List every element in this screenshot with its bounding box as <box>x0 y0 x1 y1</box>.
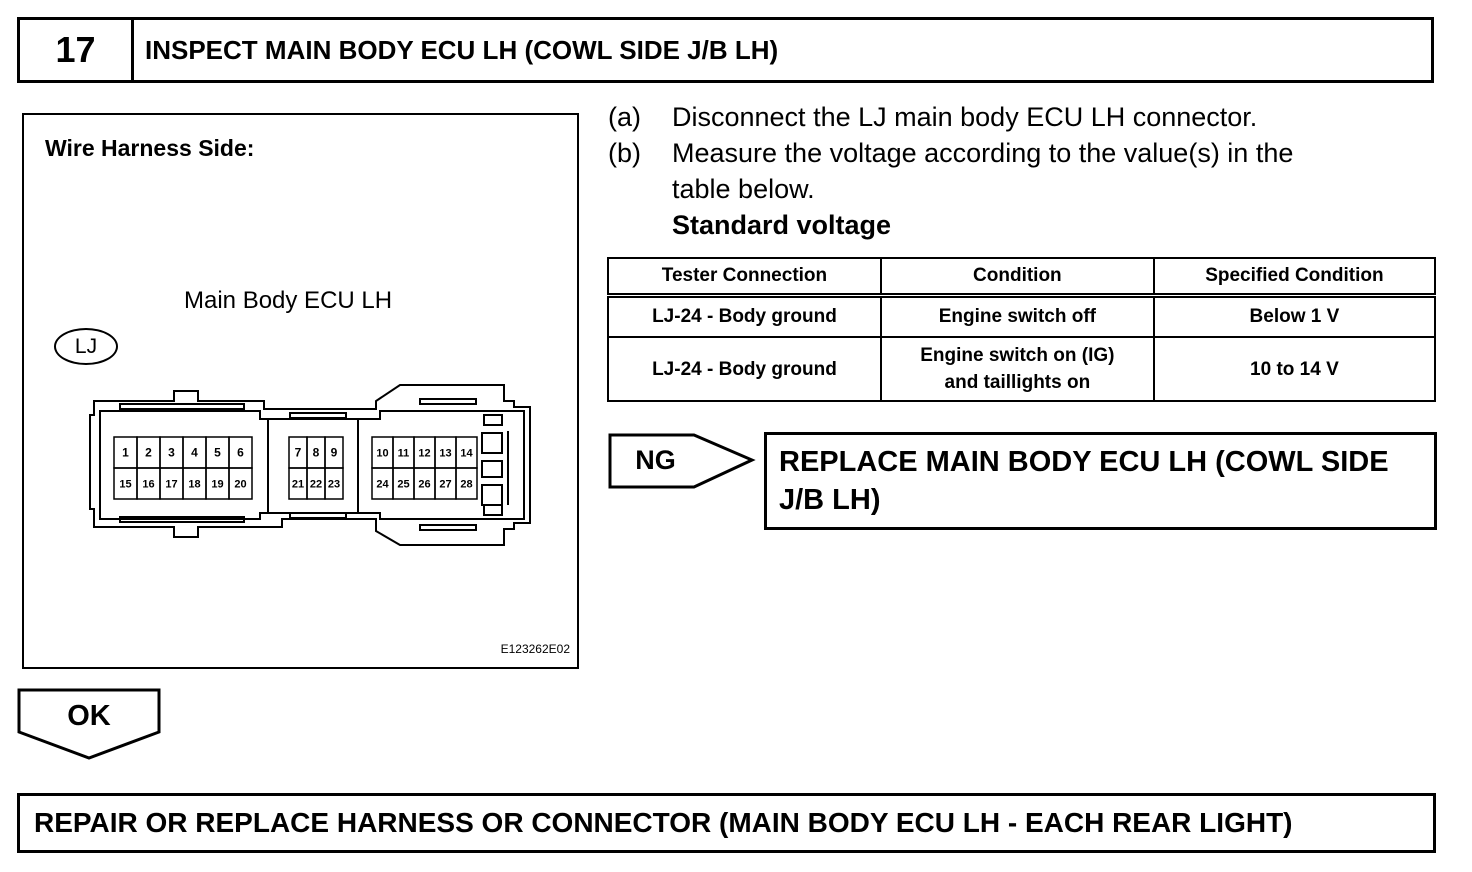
pin-number: 16 <box>142 479 154 491</box>
pin-number: 27 <box>439 479 451 491</box>
pin-number: 6 <box>237 446 244 460</box>
pin-number: 8 <box>313 446 320 460</box>
step-number: 17 <box>20 20 134 80</box>
ok-arrow: OK <box>17 688 163 767</box>
instruction-b-text-line1: Measure the voltage according to the val… <box>672 138 1294 168</box>
pin-number: 19 <box>211 479 223 491</box>
header-tester-connection: Tester Connection <box>607 257 882 298</box>
cell-condition-line1: Engine switch on (IG) <box>920 345 1115 366</box>
instruction-b-text-line2: table below. <box>672 174 815 204</box>
pin-number: 28 <box>460 479 472 491</box>
cell-condition: Engine switch off <box>879 294 1155 338</box>
cell-condition-line2: and taillights on <box>944 372 1091 393</box>
cell-tester-connection: LJ-24 - Body ground <box>607 336 882 402</box>
right-arrow-icon <box>608 433 756 489</box>
pin-block-3: 10 11 12 13 14 24 25 26 27 28 <box>371 436 478 500</box>
table-header-row: Tester Connection Condition Specified Co… <box>607 257 1437 298</box>
pin-number: 1 <box>122 446 129 460</box>
pin-number: 13 <box>439 448 451 460</box>
connector-figure: Wire Harness Side: Main Body ECU LH LJ <box>22 113 579 669</box>
instruction-a-label: (a) <box>608 102 641 132</box>
pin-number: 23 <box>328 479 340 491</box>
figure-heading: Wire Harness Side: <box>45 135 255 161</box>
pin-cell <box>228 467 253 500</box>
pin-number: 10 <box>376 448 388 460</box>
table-row: LJ-24 - Body ground Engine switch off Be… <box>607 294 1437 338</box>
connector-code: LJ <box>74 334 98 358</box>
instruction-a-text: Disconnect the LJ main body ECU LH conne… <box>672 102 1258 132</box>
pin-number: 15 <box>119 479 131 491</box>
cell-condition: Engine switch on (IG) and taillights on <box>879 336 1155 402</box>
pin-block-1: 1 2 3 4 5 6 15 16 17 18 19 20 <box>113 436 253 500</box>
down-arrow-icon <box>17 688 161 760</box>
pin-number: 11 <box>398 448 410 460</box>
pin-cell <box>455 467 478 500</box>
ng-action-line1: REPLACE MAIN BODY ECU LH (COWL SIDE <box>779 446 1389 478</box>
pin-number: 24 <box>376 479 389 491</box>
instruction-b-continued: table below. <box>608 171 1293 207</box>
table-row: LJ-24 - Body ground Engine switch on (IG… <box>607 336 1437 402</box>
instruction-b: (b) Measure the voltage according to the… <box>608 135 1293 171</box>
pin-number: 17 <box>165 479 177 491</box>
pin-number: 5 <box>214 446 221 460</box>
pin-number: 25 <box>397 479 409 491</box>
ok-action: REPAIR OR REPLACE HARNESS OR CONNECTOR (… <box>34 807 1293 838</box>
spec-table: Tester Connection Condition Specified Co… <box>607 257 1437 402</box>
pin-number: 12 <box>418 448 430 460</box>
ok-label: OK <box>67 699 111 732</box>
pin-number: 14 <box>460 448 473 460</box>
instructions: (a) Disconnect the LJ main body ECU LH c… <box>608 99 1293 243</box>
pin-number: 2 <box>145 446 152 460</box>
ng-result-box: REPLACE MAIN BODY ECU LH (COWL SIDE J/B … <box>764 432 1437 530</box>
header-specified-condition: Specified Condition <box>1152 257 1437 298</box>
ng-arrow: NG <box>608 433 758 496</box>
pin-number: 26 <box>418 479 430 491</box>
pin-number: 21 <box>292 479 304 491</box>
figure-caption: Main Body ECU LH <box>184 287 393 314</box>
pin-number: 18 <box>188 479 200 491</box>
pin-number: 9 <box>331 446 338 460</box>
standard-voltage-label: Standard voltage <box>672 210 892 240</box>
drawing-id: E123262E02 <box>500 642 570 656</box>
pin-cell <box>324 467 344 500</box>
step-header: 17 INSPECT MAIN BODY ECU LH (COWL SIDE J… <box>17 17 1434 83</box>
ok-result-box: REPAIR OR REPLACE HARNESS OR CONNECTOR (… <box>17 793 1436 853</box>
pin-number: 20 <box>234 479 246 491</box>
instruction-a: (a) Disconnect the LJ main body ECU LH c… <box>608 99 1293 135</box>
header-condition: Condition <box>879 257 1155 298</box>
ng-action-line2: J/B LH) <box>779 484 881 516</box>
pin-number: 4 <box>191 446 198 460</box>
connector-code-badge: LJ <box>54 328 118 365</box>
step-title: INSPECT MAIN BODY ECU LH (COWL SIDE J/B … <box>145 34 779 65</box>
cell-specified-condition: 10 to 14 V <box>1152 336 1437 402</box>
pin-number: 7 <box>295 446 302 460</box>
instruction-b-label: (b) <box>608 138 641 168</box>
cell-tester-connection: LJ-24 - Body ground <box>607 294 882 338</box>
instruction-b-indent <box>608 171 672 207</box>
ng-label: NG <box>635 444 676 475</box>
cell-specified-condition: Below 1 V <box>1152 294 1437 338</box>
pin-number: 3 <box>168 446 175 460</box>
pin-number: 22 <box>310 479 322 491</box>
